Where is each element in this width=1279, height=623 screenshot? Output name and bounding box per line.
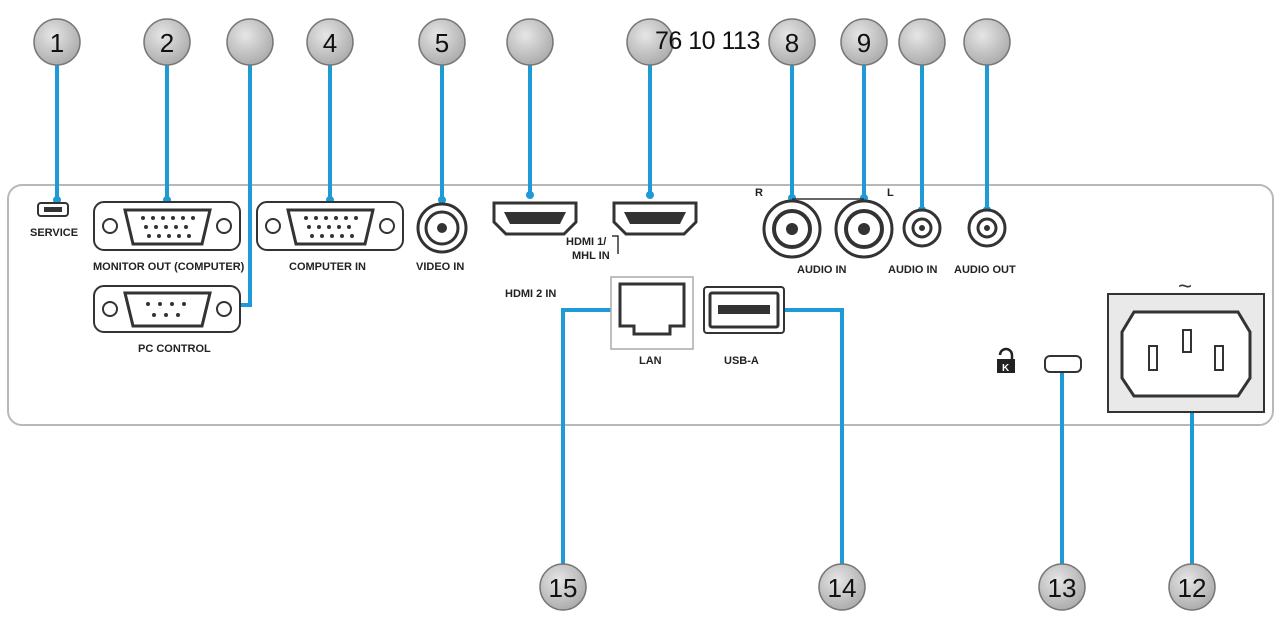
audio-out-label: AUDIO OUT [954, 264, 1016, 276]
svg-text:14: 14 [828, 573, 857, 603]
hdmi-1-label-line2: MHL IN [572, 250, 610, 262]
svg-text:5: 5 [435, 28, 449, 58]
hdmi-2-port: HDMI 2 IN [492, 201, 578, 300]
hdmi-2-label: HDMI 2 IN [505, 288, 556, 300]
audio-in-jack-label: AUDIO IN [888, 264, 938, 276]
callout-11 [963, 18, 1011, 66]
hdmi-1-mhl-port: HDMI 1/ MHL IN [566, 201, 698, 262]
svg-text:15: 15 [549, 573, 578, 603]
callout-3 [226, 18, 274, 66]
leader-lines [55, 63, 1194, 567]
svg-text:K: K [1002, 363, 1010, 374]
callout-10 [898, 18, 946, 66]
video-in-port: VIDEO IN [416, 202, 468, 273]
callout-12: 12 [1168, 563, 1216, 611]
callout-15: 15 [539, 563, 587, 611]
service-label: SERVICE [30, 227, 78, 239]
usb-a-label: USB-A [724, 355, 759, 367]
usb-a-port: USB-A [703, 286, 785, 367]
lock-icon [998, 347, 1014, 359]
svg-text:13: 13 [1048, 573, 1077, 603]
svg-text:1: 1 [50, 28, 64, 58]
callout-13: 13 [1038, 563, 1086, 611]
callout-7 [626, 18, 674, 66]
svg-text:8: 8 [785, 28, 799, 58]
audio-in-rca-ports: R L AUDIO IN [755, 187, 894, 276]
svg-text:12: 12 [1178, 573, 1207, 603]
monitor-out-port: MONITOR OUT (COMPUTER) [93, 201, 245, 273]
callout-14: 14 [818, 563, 866, 611]
pc-control-label: PC CONTROL [138, 343, 211, 355]
lan-port: LAN [610, 276, 694, 367]
callout-7-numbers: 76 10 113 [655, 27, 760, 55]
hdmi-1-label-line1: HDMI 1/ [566, 236, 606, 248]
svg-text:2: 2 [160, 28, 174, 58]
computer-in-label: COMPUTER IN [289, 261, 366, 273]
callout-5: 5 [418, 18, 466, 66]
ac-power-inlet: ~ [1107, 273, 1265, 413]
callout-2: 2 [143, 18, 191, 66]
pc-control-port: PC CONTROL [93, 285, 241, 355]
audio-in-jack-port: AUDIO IN [888, 208, 942, 276]
callout-4: 4 [306, 18, 354, 66]
svg-text:4: 4 [323, 28, 337, 58]
callout-1: 1 [33, 18, 81, 66]
lan-label: LAN [639, 355, 662, 367]
svg-text:9: 9 [857, 28, 871, 58]
audio-r-label: R [755, 187, 763, 199]
callout-9: 9 [840, 18, 888, 66]
computer-in-port: COMPUTER IN [256, 201, 404, 273]
service-port: SERVICE [30, 202, 78, 239]
callout-6 [506, 18, 554, 66]
audio-l-label: L [887, 187, 894, 199]
audio-out-port: AUDIO OUT [954, 208, 1016, 276]
kensington-lock-slot: K [997, 347, 1082, 374]
video-in-label: VIDEO IN [416, 261, 464, 273]
callout-8: 8 [768, 18, 816, 66]
audio-in-rca-label: AUDIO IN [797, 264, 847, 276]
monitor-out-label: MONITOR OUT (COMPUTER) [93, 261, 245, 273]
